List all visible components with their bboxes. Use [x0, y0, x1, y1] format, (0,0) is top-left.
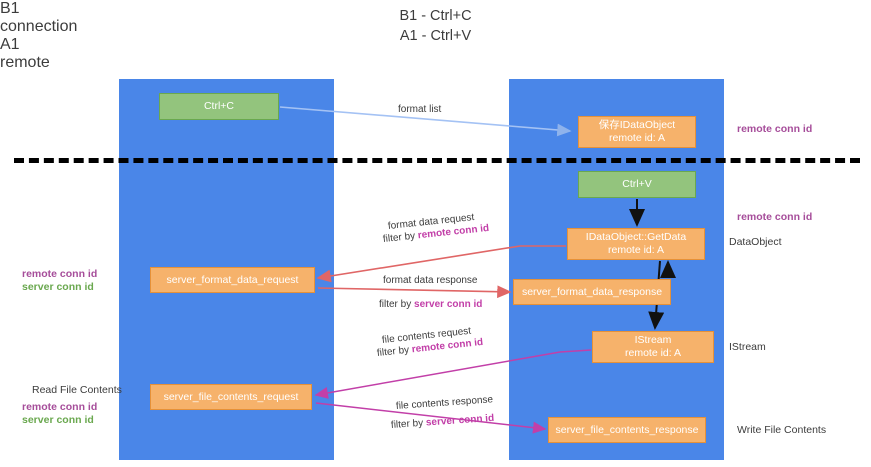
node-server-file-contents-request[interactable]: server_file_contents_request [150, 384, 312, 410]
node-server-format-data-response[interactable]: server_format_data_response [513, 279, 671, 305]
annotation-right-istream: IStream [729, 341, 766, 353]
annotation-right-remote-conn-id-mid: remote conn id [737, 211, 813, 223]
node-get-data[interactable]: IDataObject::GetData remote id: A [567, 228, 705, 260]
annotation-left-remote-conn-id-2: remote conn id [22, 401, 98, 413]
annotation-right-data-object: DataObject [729, 236, 782, 248]
lane-header-b1-name: B1 [0, 0, 20, 17]
lane-header-a1-name: A1 [0, 36, 20, 53]
node-server-format-data-request[interactable]: server_format_data_request [150, 267, 315, 293]
filter-key-server-conn-id: server conn id [414, 299, 483, 310]
arrow-label-format-data-response: format data response [383, 275, 478, 286]
node-server-file-contents-response[interactable]: server_file_contents_response [548, 417, 706, 443]
annotation-left-remote-conn-id: remote conn id [22, 268, 98, 280]
filter-prefix: filter by [390, 417, 427, 431]
lane-header-b1: B1 connection [0, 0, 215, 36]
annotation-left-conn-ids: remote conn id server conn id [22, 268, 97, 294]
node-server-format-data-request-label: server_format_data_request [166, 273, 299, 286]
node-get-data-sub: remote id: A [607, 244, 665, 256]
lane-header-a1-role: remote [0, 54, 50, 71]
lane-header-a1: A1 remote [0, 36, 215, 72]
annotation-left-server-conn-id-2: server conn id [22, 414, 94, 426]
node-data-object-label: 保存IDataObject [598, 119, 676, 131]
annotation-left-server-conn-id: server conn id [22, 281, 94, 293]
node-ctrl-v-label: Ctrl+V [622, 178, 652, 190]
annotation-left-read-file-contents: Read File Contents [32, 384, 122, 396]
diagram-title-line-1: B1 - Ctrl+C [399, 8, 472, 24]
node-data-object[interactable]: 保存IDataObject remote id: A [578, 116, 696, 148]
node-ctrl-c[interactable]: Ctrl+C [159, 93, 279, 120]
node-ctrl-c-label: Ctrl+C [203, 100, 235, 112]
node-server-file-contents-request-label: server_file_contents_request [163, 390, 299, 403]
annotation-right-write-file-contents: Write File Contents [737, 424, 827, 436]
node-get-data-label: IDataObject::GetData [585, 231, 687, 243]
filter-prefix: filter by [379, 299, 415, 310]
filter-key-server-conn-id: server conn id [425, 412, 495, 429]
arrow-label-file-contents-response: file contents response [395, 394, 494, 412]
arrow-label-format-list: format list [398, 104, 442, 115]
node-istream-label: IStream [634, 334, 672, 346]
node-server-file-contents-response-label: server_file_contents_response [555, 423, 699, 436]
node-istream[interactable]: IStream remote id: A [592, 331, 714, 363]
arrow-label-format-data-response-filter: filter by server conn id [379, 298, 482, 311]
diagram-title: B1 - Ctrl+C A1 - Ctrl+V [0, 6, 871, 46]
phase-divider [14, 158, 860, 163]
node-istream-sub: remote id: A [624, 347, 682, 359]
lane-header-b1-role: connection [0, 18, 78, 35]
node-data-object-sub: remote id: A [608, 132, 666, 144]
filter-prefix: filter by [382, 230, 419, 245]
annotation-right-remote-conn-id-top: remote conn id [737, 123, 813, 135]
node-server-format-data-response-label: server_format_data_response [521, 285, 663, 298]
diagram-title-line-2: A1 - Ctrl+V [399, 28, 472, 44]
node-ctrl-v[interactable]: Ctrl+V [578, 171, 696, 198]
annotation-left-conn-ids-2: remote conn id server conn id [22, 401, 97, 427]
filter-prefix: filter by [376, 344, 413, 359]
arrow-label-file-contents-response-filter: filter by server conn id [391, 412, 495, 432]
